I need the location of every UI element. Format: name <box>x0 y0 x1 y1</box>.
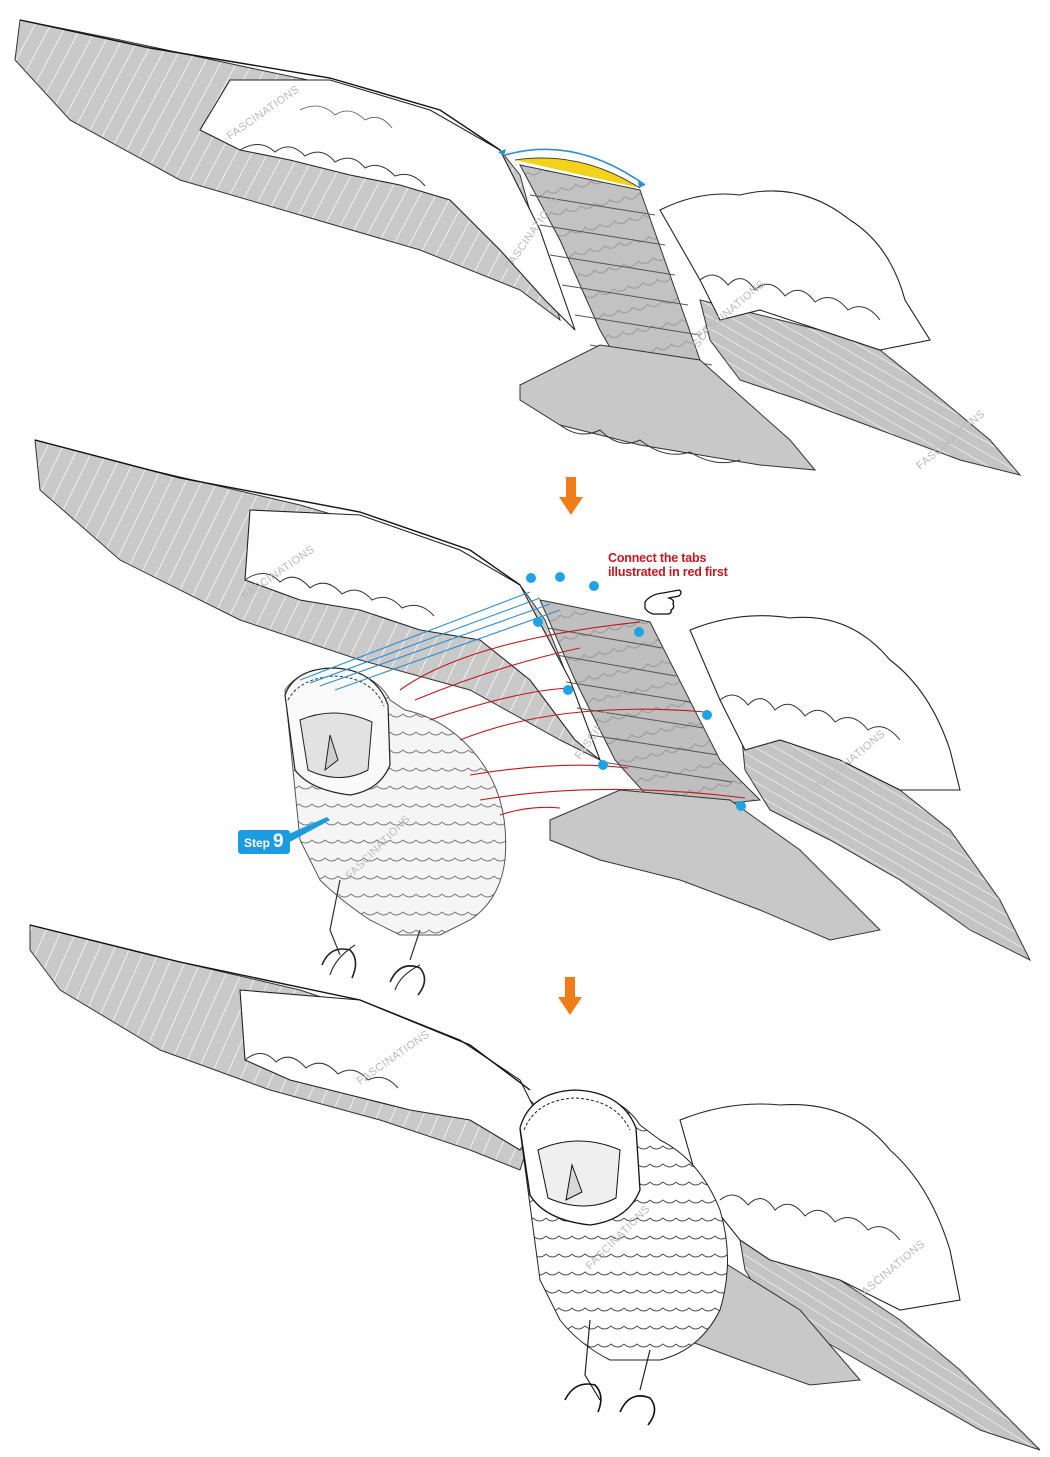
panel-step-8-bird: FASCINATIONS FASCINATIONS FASCINATIONS F… <box>0 0 1050 480</box>
step-number: 9 <box>273 833 284 851</box>
step-badge: Step 9 <box>238 830 290 854</box>
panel-step-9-attach-head: FASCINATIONS FASCINATIONS FASCINATIONS F… <box>0 420 1050 1000</box>
instruction-line-2: illustrated in red first <box>608 565 728 579</box>
step-badge-pointer <box>282 815 342 845</box>
panel-assembled-owl: FASCINATIONS FASCINATIONS FASCINATIONS <box>0 920 1050 1457</box>
pointing-hand-icon <box>645 590 681 614</box>
instruction-line-1: Connect the tabs <box>608 551 728 565</box>
left-wing: FASCINATIONS <box>30 925 540 1170</box>
left-wing: FASCINATIONS <box>15 20 575 330</box>
instruction-note: Connect the tabs illustrated in red firs… <box>608 551 728 579</box>
step-word: Step <box>244 836 270 850</box>
